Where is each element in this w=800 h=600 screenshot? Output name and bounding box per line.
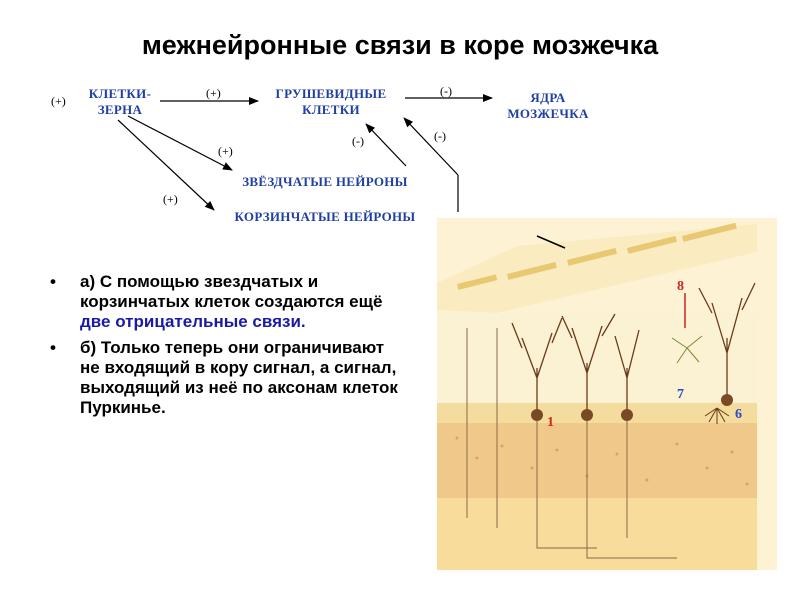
sign-purkinje-to-nuclei: (-) xyxy=(440,84,452,98)
bullet-b-text: б) Только теперь они ограничивают не вхо… xyxy=(80,338,398,417)
purkinje-dendrites xyxy=(511,282,756,413)
label-8: 8 xyxy=(677,279,684,294)
purkinje-somata xyxy=(531,394,733,421)
bullet-a-text: а) С помощью звездчатых и корзинчатых кл… xyxy=(80,272,383,311)
sign-granule-to-purkinje: (+) xyxy=(206,86,221,100)
node-basket-neurons: КОРЗИНЧАТЫЕ НЕЙРОНЫ xyxy=(234,209,416,224)
sign-basket-to-purkinje: (-) xyxy=(434,129,446,143)
sign-granule-to-stellate: (+) xyxy=(218,144,233,158)
granular-dots xyxy=(455,436,749,486)
granular-layer xyxy=(437,423,757,498)
label-6: 6 xyxy=(735,407,742,422)
basket-cell xyxy=(704,407,730,424)
page-title: межнейронные связи в коре мозжечка xyxy=(141,30,659,60)
sign-input: (+) xyxy=(51,94,66,108)
arrow-stellate-to-purkinje xyxy=(365,123,407,167)
node-granule-cells: КЛЕТКИ- ЗЕРНА xyxy=(80,86,160,118)
cerebellar-cortex-illustration: 8 7 6 1 xyxy=(437,218,777,570)
arrow-granule-to-stellate xyxy=(127,115,233,171)
node-granule-cells-label: КЛЕТКИ- ЗЕРНА xyxy=(88,86,152,117)
label-7: 7 xyxy=(677,387,684,402)
axon-lines xyxy=(466,328,677,559)
arrow-basket-to-purkinje-head xyxy=(403,117,459,176)
arrow-granule-to-basket xyxy=(117,119,215,211)
bullet-a: а) С помощью звездчатых и корзинчатых кл… xyxy=(50,272,400,332)
bullet-a-highlight: две отрицательные связи. xyxy=(80,312,306,331)
label-1: 1 xyxy=(547,415,554,430)
sign-granule-to-basket: (+) xyxy=(163,192,178,206)
node-purkinje-cells: ГРУШЕВИДНЫЕ КЛЕТКИ xyxy=(258,86,404,118)
molecular-layer xyxy=(437,313,757,408)
cortex-top-surface xyxy=(437,224,757,313)
bullet-list: а) С помощью звездчатых и корзинчатых кл… xyxy=(50,272,400,424)
node-stellate-neurons: ЗВЁЗДЧАТЫЕ НЕЙРОНЫ xyxy=(242,174,408,189)
node-cerebellar-nuclei: ЯДРА МОЗЖЕЧКА xyxy=(493,90,603,122)
node-cerebellar-nuclei-label: ЯДРА МОЗЖЕЧКА xyxy=(507,90,589,121)
sign-stellate-to-purkinje: (-) xyxy=(352,134,364,148)
white-matter xyxy=(437,498,757,570)
stellate-cell xyxy=(671,335,703,364)
orientation-arrow xyxy=(536,235,566,249)
node-purkinje-cells-label: ГРУШЕВИДНЫЕ КЛЕТКИ xyxy=(275,86,387,117)
diagram-arrows xyxy=(117,94,493,212)
folia-stripes xyxy=(456,222,737,290)
purkinje-layer xyxy=(437,403,757,423)
bullet-b: б) Только теперь они ограничивают не вхо… xyxy=(50,338,400,418)
